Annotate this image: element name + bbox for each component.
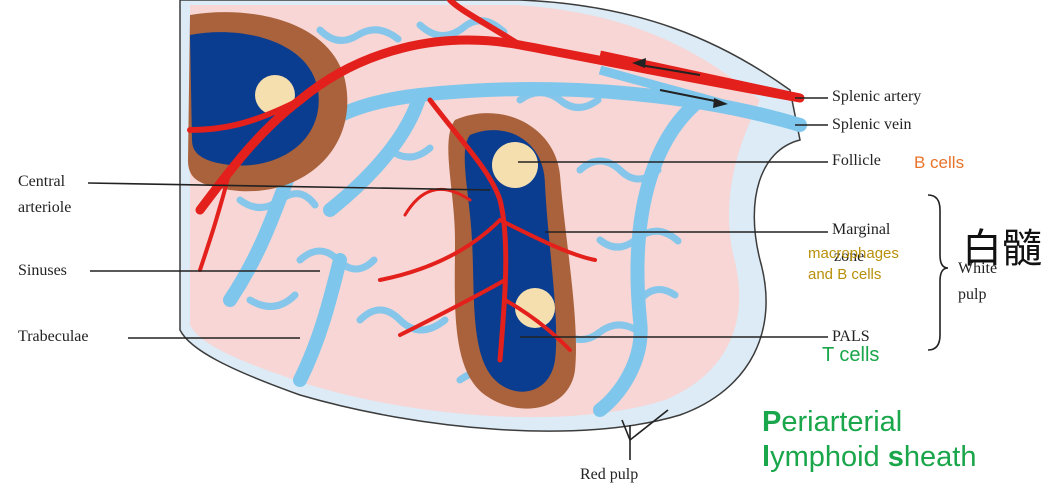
label-trabeculae: Trabeculae: [18, 328, 89, 346]
label-splenic-vein: Splenic vein: [832, 116, 912, 134]
label-red-pulp: Red pulp: [580, 466, 638, 484]
pals-definition-line2: lymphoid sheath: [762, 440, 976, 475]
label-sinuses: Sinuses: [18, 262, 67, 280]
pals-definition-line1: Periarterial: [762, 405, 976, 440]
label-follicle: Follicle: [832, 152, 881, 170]
label-white-pulp-1: White: [958, 260, 997, 278]
label-pals-cells: T cells: [822, 344, 879, 367]
white-pulp-brace: [928, 195, 948, 350]
label-white-pulp-2: pulp: [958, 286, 986, 304]
label-marginal-zone-1: Marginal: [832, 221, 890, 239]
label-follicle-cells: B cells: [914, 153, 964, 173]
label-marginal-cells-1: macrophages: [808, 245, 899, 262]
label-splenic-artery: Splenic artery: [832, 88, 921, 106]
label-central-arteriole-1: Central: [18, 173, 65, 191]
follicle-central-1: [492, 142, 538, 188]
pals-definition: Periarterial lymphoid sheath: [762, 405, 976, 475]
label-central-arteriole-2: arteriole: [18, 199, 71, 217]
label-marginal-cells-2: and B cells: [808, 266, 881, 283]
